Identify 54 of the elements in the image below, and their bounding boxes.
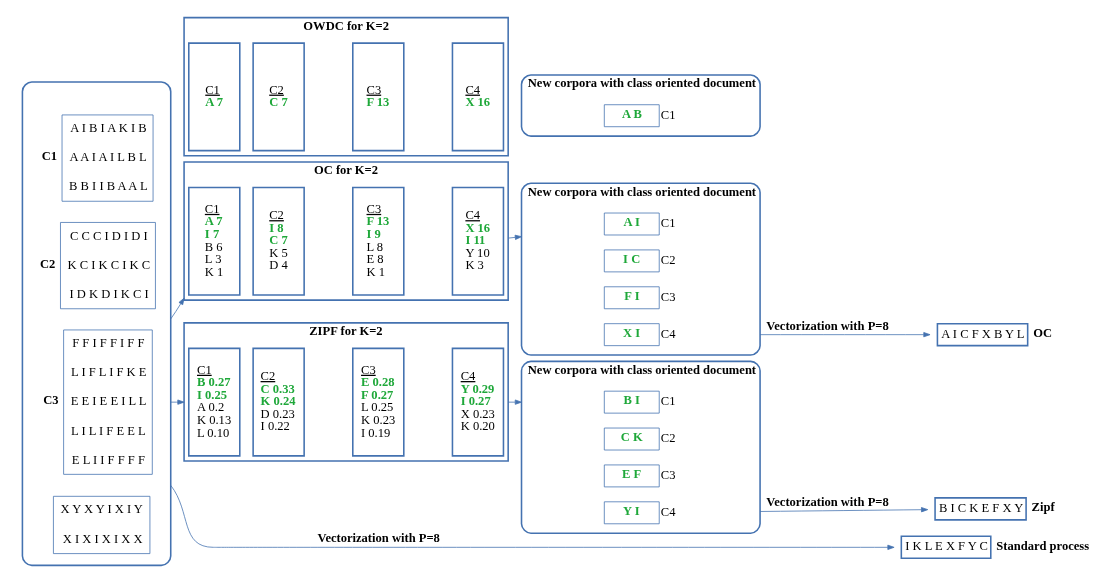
node-box: I K L E X F Y C	[900, 535, 992, 560]
node-box: E F	[603, 464, 660, 488]
node-box: C4 X 16 I 11 Y 10 K 3	[451, 186, 505, 296]
node-label: C1	[660, 107, 676, 122]
arrow	[759, 507, 929, 513]
node-label: C3	[660, 289, 676, 304]
node-box: Y I	[603, 501, 660, 525]
node-box: A I C F X B Y L	[936, 322, 1029, 347]
node-box: C K	[603, 427, 660, 451]
arrow	[507, 234, 522, 240]
arrow	[170, 297, 185, 320]
node-box: F F I F F I F F L I F L I F K E E E I E E I L L L I L I F E E L E L I I F F F F	[63, 329, 153, 475]
node-box: C2 C 0.33 K 0.24 D 0.23 I 0.22	[252, 347, 305, 457]
node-label: C1	[660, 215, 676, 230]
edge-label: Vectorization with P=8	[317, 531, 440, 546]
node-label: OC	[1033, 325, 1052, 340]
node-box: C C C I D I D I K C I K C I K C I D K D I K C I	[60, 222, 156, 310]
node-label: C1	[660, 394, 676, 409]
node-box: C4 X 16	[451, 42, 505, 152]
node-box: C3 F 13 I 9 L 8 E 8 K 1	[352, 186, 405, 296]
node-box: C1 A 7	[188, 42, 241, 152]
arrow	[170, 399, 185, 405]
node-box: C4 Y 0.29 I 0.27 X 0.23 K 0.20	[451, 347, 505, 457]
node-box: B I C K E F X Y	[934, 497, 1027, 521]
node-box: C3 E 0.28 F 0.27 L 0.25 K 0.23 I 0.19	[352, 347, 405, 457]
node-label: Standard process	[996, 538, 1090, 553]
node-label: Zipf	[1031, 500, 1055, 515]
cluster	[21, 81, 172, 567]
node-box: A I	[603, 212, 660, 236]
edge-label: Vectorization with P=8	[766, 494, 889, 509]
node-box: A B	[603, 104, 660, 128]
node-label: C4	[660, 326, 676, 341]
node-box: C1 B 0.27 I 0.25 A 0.2 K 0.13 L 0.10	[188, 347, 241, 457]
node-label: C3	[43, 393, 59, 408]
node-label: C3	[660, 467, 676, 482]
node-box: C2 C 7	[252, 42, 305, 152]
node-box: B I	[603, 390, 660, 414]
node-box: I C	[603, 249, 660, 273]
node-box: X I	[603, 323, 660, 347]
node-box: A I B I A K I B A A I A I L B L B B I I B A A L	[61, 114, 154, 202]
edge-label: Vectorization with P=8	[766, 318, 889, 333]
node-label: C4	[660, 504, 676, 519]
node-box: C2 I 8 C 7 K 5 D 4	[252, 186, 305, 296]
node-label: C2	[660, 431, 676, 446]
node-box: X Y X Y I X I Y X I X I X I X X	[53, 495, 151, 554]
node-box: C3 F 13	[352, 42, 405, 152]
node-box: C1 A 7 I 7 B 6 L 3 K 1	[188, 186, 241, 296]
arrow	[170, 484, 895, 550]
node-label: C2	[660, 252, 676, 267]
node-label: C2	[40, 256, 56, 271]
arrow	[759, 332, 931, 338]
node-label: C1	[41, 149, 57, 164]
node-box: F I	[603, 286, 660, 310]
arrow	[507, 399, 522, 405]
